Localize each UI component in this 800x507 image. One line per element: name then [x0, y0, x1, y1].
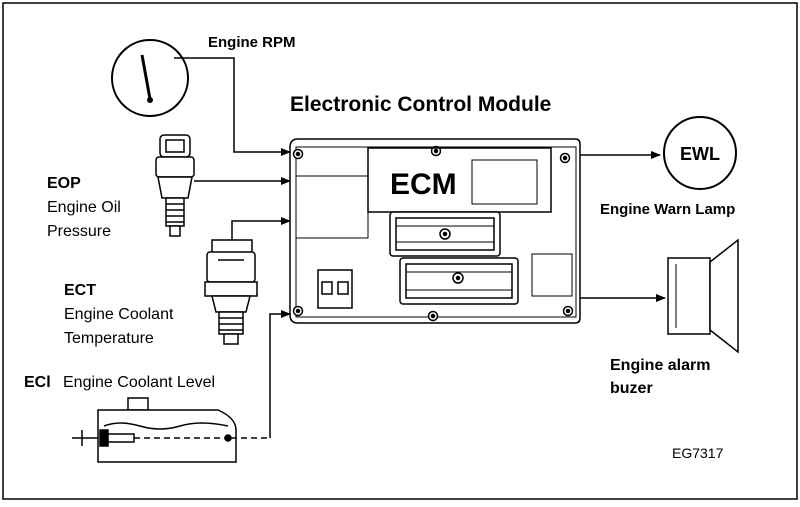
alarm-buzzer-icon	[667, 238, 739, 354]
output-wires	[580, 151, 666, 302]
coolant-tank-icon	[72, 397, 270, 463]
figure-id: EG7317	[672, 445, 724, 461]
ewl-lamp-text: EWL	[680, 144, 720, 164]
eop-line1: Engine Oil	[47, 199, 121, 216]
eop-code: EOP	[47, 175, 81, 192]
eop-line2: Pressure	[47, 223, 111, 240]
coolant-temp-sensor-icon	[204, 239, 258, 345]
buzzer-label-line1: Engine alarm	[610, 357, 710, 374]
ecm-label: ECM	[390, 168, 457, 201]
rpm-label: Engine RPM	[208, 34, 296, 51]
ect-code: ECT	[64, 282, 96, 299]
diagram-title: Electronic Control Module	[290, 93, 551, 116]
rpm-gauge-icon	[111, 39, 189, 117]
oil-pressure-sensor-icon	[155, 134, 195, 237]
ecl-label: Engine Coolant Level	[63, 374, 215, 391]
ewl-label: Engine Warn Lamp	[600, 201, 735, 218]
ecl-code: ECl	[24, 374, 51, 391]
input-wires	[174, 57, 291, 438]
ect-line1: Engine Coolant	[64, 306, 174, 323]
buzzer-label-line2: buzer	[610, 380, 653, 397]
warning-lamp-icon	[663, 116, 737, 190]
outer-border	[2, 2, 798, 500]
ect-line2: Temperature	[64, 330, 154, 347]
ecm-unit	[289, 138, 581, 324]
